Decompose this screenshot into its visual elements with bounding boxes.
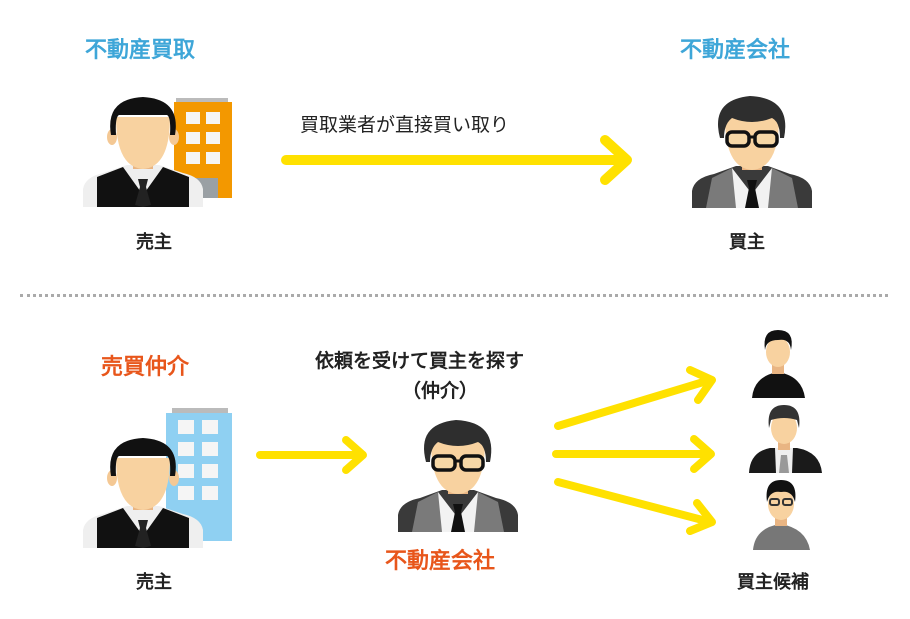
broker-person-icon (396, 418, 520, 534)
section-divider (20, 294, 888, 297)
real-estate-company-title: 不動産会社 (680, 38, 791, 63)
brokerage-caption-line2: （仲介） (402, 380, 479, 402)
candidate-woman-icon (752, 330, 805, 398)
purchase-title: 不動産買取 (85, 38, 196, 63)
broker-label: 不動産会社 (385, 549, 496, 574)
buyer-person-icon (690, 94, 814, 210)
direct-purchase-caption: 買取業者が直接買い取り (300, 114, 510, 136)
buyer-candidates-label: 買主候補 (737, 572, 809, 593)
candidate-man-icon (749, 405, 822, 473)
candidate-woman-glasses-icon (753, 480, 810, 550)
seller-label: 売主 (136, 572, 172, 593)
candidate-arrows (552, 366, 716, 535)
brokerage-caption-line1: 依頼を受けて買主を探す (315, 350, 525, 372)
request-arrow (256, 436, 367, 474)
brokerage-title: 売買仲介 (101, 355, 190, 380)
seller-label: 売主 (136, 232, 172, 253)
direct-purchase-arrow (281, 135, 632, 185)
buyer-label: 買主 (729, 232, 765, 253)
